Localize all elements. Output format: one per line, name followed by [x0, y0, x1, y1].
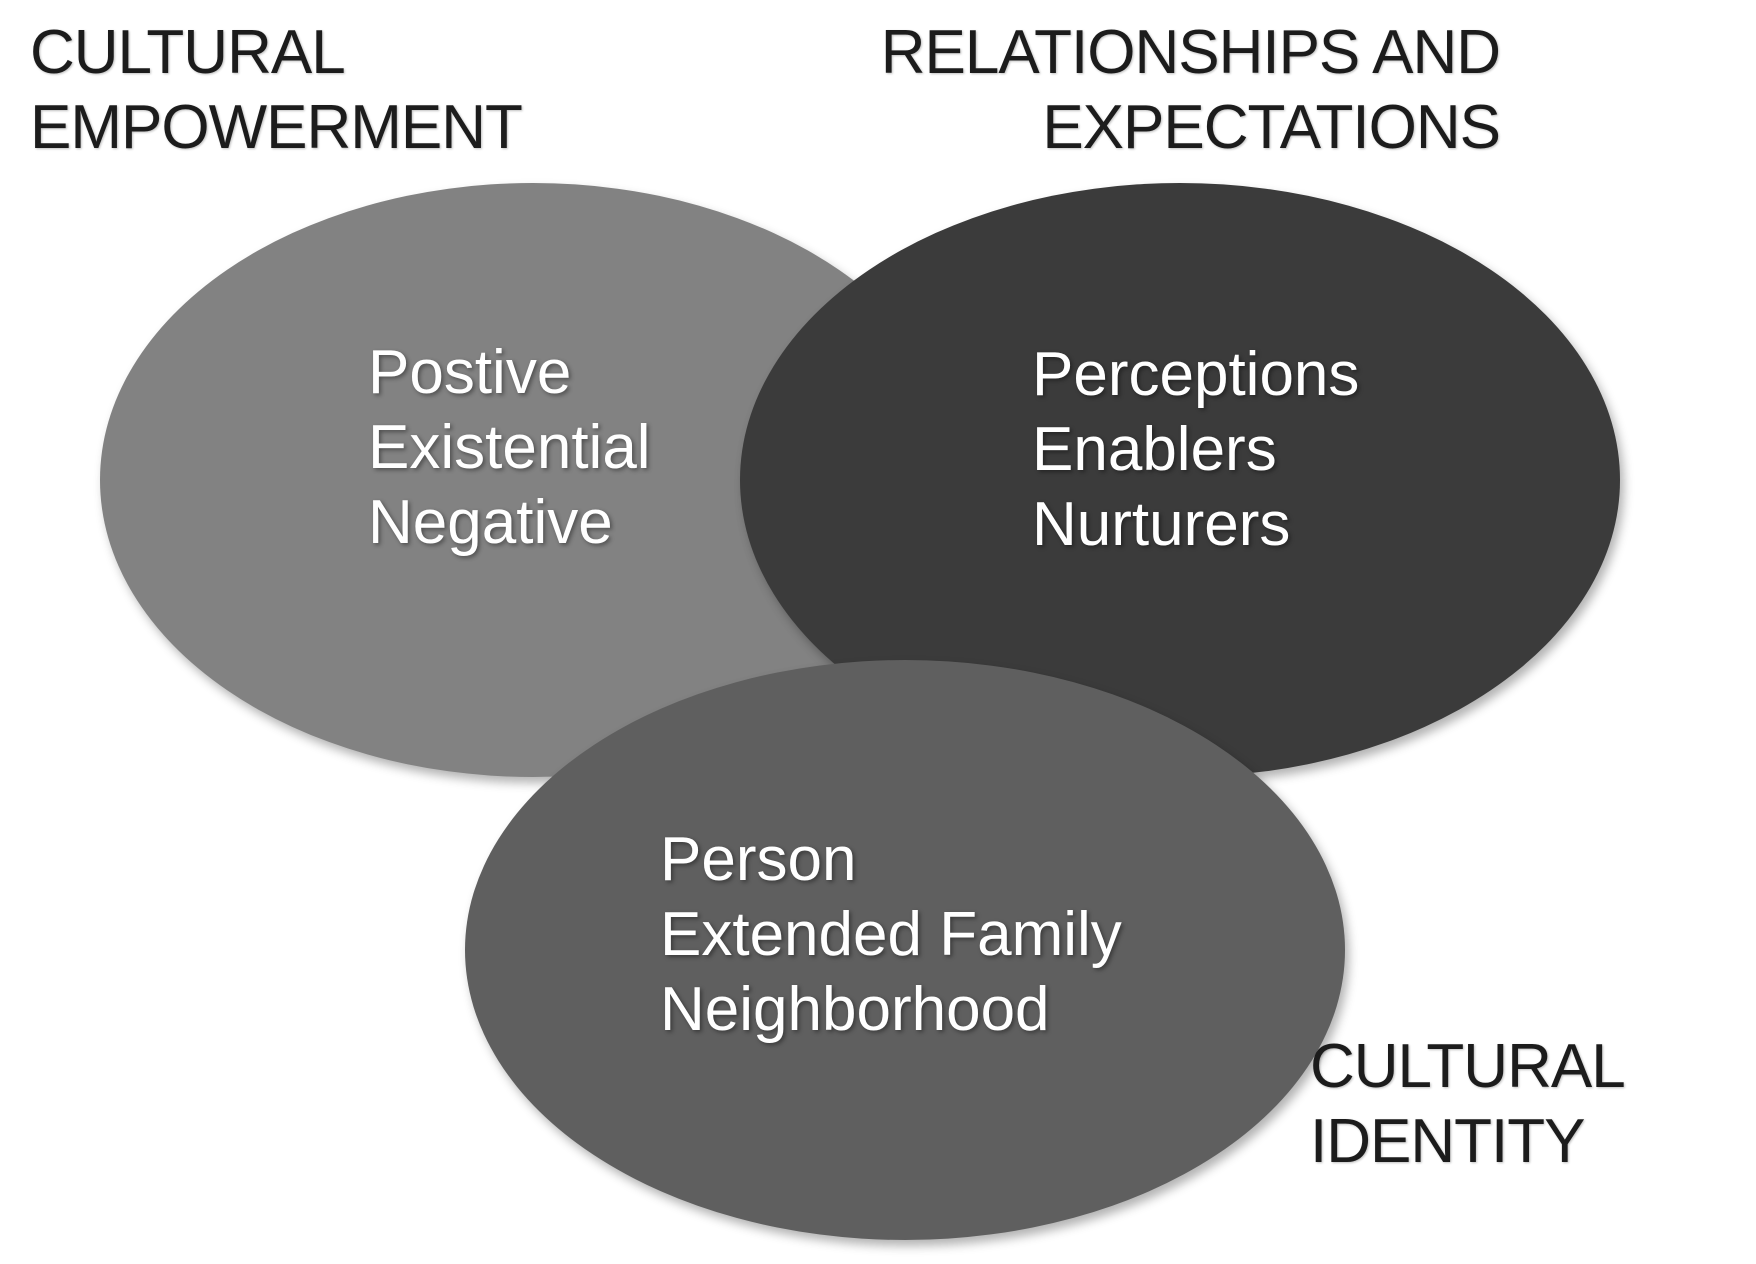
- ellipse-item: Postive: [368, 338, 572, 407]
- ellipse-item: Enablers: [1032, 415, 1277, 484]
- ellipse-item: Extended Family: [660, 900, 1122, 969]
- ellipse-item: Negative: [368, 488, 613, 557]
- corner-label-cultural-identity: CULTURAL IDENTITY: [1310, 1029, 1626, 1179]
- corner-label-relationships-expectations: RELATIONSHIPS AND EXPECTATIONS: [880, 15, 1501, 165]
- corner-label-cultural-empowerment: CULTURAL EMPOWERMENT: [30, 15, 523, 165]
- ellipse-item: Neighborhood: [660, 975, 1050, 1044]
- corner-label-line: EXPECTATIONS: [1042, 93, 1501, 162]
- venn-ellipse-cultural-identity: Person Extended Family Neighborhood: [465, 660, 1345, 1240]
- corner-label-line: RELATIONSHIPS AND: [880, 18, 1501, 87]
- ellipse-items-cultural-empowerment: Postive Existential Negative: [368, 335, 651, 560]
- corner-label-line: CULTURAL: [1310, 1032, 1626, 1101]
- corner-label-line: IDENTITY: [1310, 1107, 1585, 1176]
- corner-label-line: EMPOWERMENT: [30, 93, 523, 162]
- ellipse-item: Person: [660, 825, 857, 894]
- corner-label-line: CULTURAL: [30, 18, 346, 87]
- ellipse-item: Perceptions: [1032, 340, 1360, 409]
- ellipse-item: Existential: [368, 413, 651, 482]
- ellipse-items-relationships-expectations: Perceptions Enablers Nurturers: [1032, 337, 1359, 562]
- ellipse-items-cultural-identity: Person Extended Family Neighborhood: [660, 822, 1122, 1047]
- ellipse-item: Nurturers: [1032, 490, 1291, 559]
